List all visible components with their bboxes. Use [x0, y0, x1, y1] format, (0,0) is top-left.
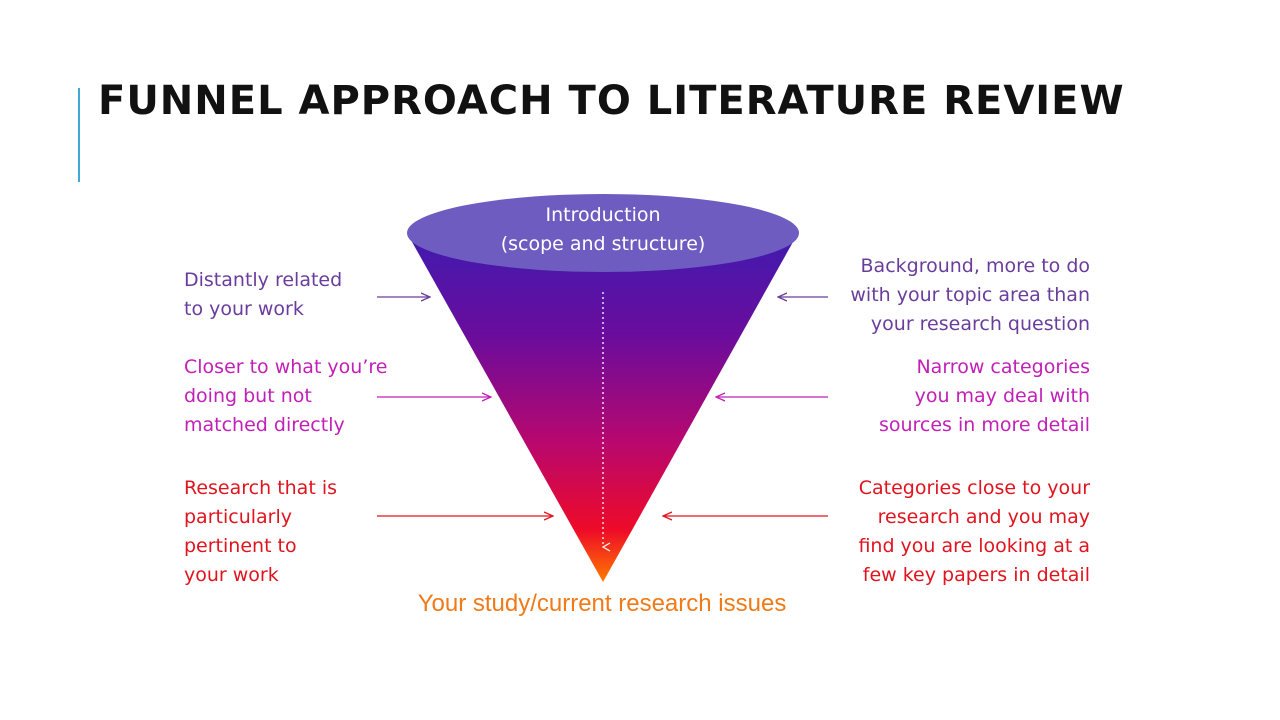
funnel-top-label-line: (scope and structure) [500, 233, 706, 255]
funnel-top-label: Introduction (scope and structure) [408, 201, 798, 259]
right-label-background: Background, more to do with your topic a… [850, 252, 1090, 339]
funnel-bottom-label: Your study/current research issues [417, 590, 787, 617]
left-label-closer: Closer to what you’re doing but not matc… [184, 353, 387, 440]
right-label-narrow-categories: Narrow categories you may deal with sour… [879, 353, 1090, 440]
label-line: sources in more detail [878, 414, 1090, 436]
label-line: research and you may [877, 506, 1090, 528]
slide-title: FUNNEL APPROACH TO LITERATURE REVIEW [98, 78, 1125, 124]
label-line: your work [184, 564, 279, 586]
label-line: matched directly [184, 414, 345, 436]
label-line: Background, more to do [860, 255, 1090, 277]
label-line: Closer to what you’re [184, 356, 388, 378]
left-label-pertinent: Research that is particularly pertinent … [184, 474, 337, 590]
label-line: particularly [184, 506, 292, 528]
label-line: Research that is [184, 477, 337, 499]
label-line: Distantly related [184, 269, 343, 291]
title-accent-bar [78, 88, 80, 182]
funnel-top-label-line: Introduction [545, 204, 661, 226]
funnel-top-ellipse [407, 194, 799, 272]
label-line: with your topic area than [850, 284, 1090, 306]
label-line: find you are looking at a [858, 535, 1090, 557]
left-label-distantly-related: Distantly related to your work [184, 266, 342, 324]
label-line: few key papers in detail [862, 564, 1090, 586]
label-line: Categories close to your [858, 477, 1090, 499]
label-line: doing but not [184, 385, 312, 407]
label-line: Narrow categories [916, 356, 1090, 378]
label-line: you may deal with [914, 385, 1090, 407]
label-line: your research question [870, 313, 1090, 335]
label-line: to your work [184, 298, 304, 320]
label-line: pertinent to [184, 535, 297, 557]
right-label-categories-close: Categories close to your research and yo… [858, 474, 1090, 590]
